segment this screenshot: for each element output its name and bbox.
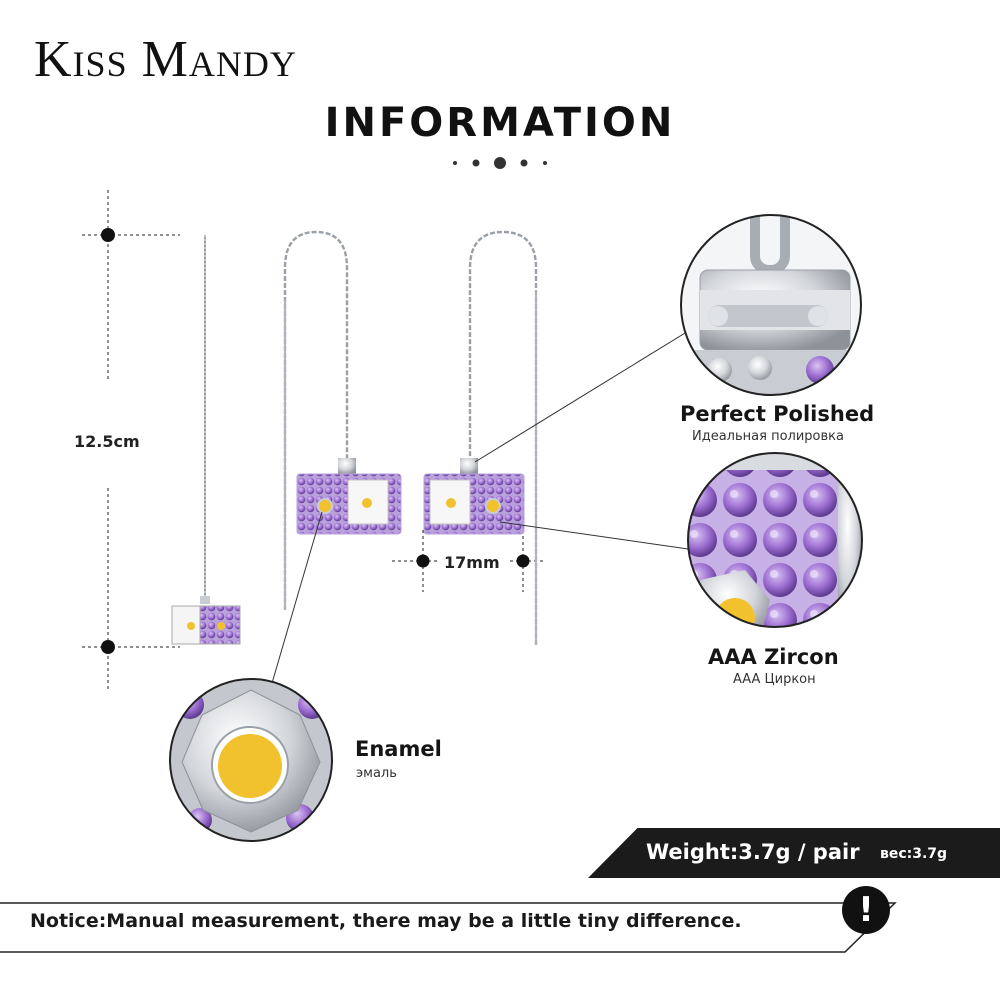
length-dimension [82,190,180,690]
feature-enamel-title: Enamel [355,737,442,761]
weight-banner [588,828,1000,878]
feature-polished-subtitle: Идеальная полировка [692,429,844,444]
exclamation-icon: ! [842,886,890,934]
feature-polished-title: Perfect Polished [680,402,875,426]
feature-zircon-subtitle: AAA Циркон [733,672,816,687]
earring-back [423,230,538,645]
feature-enamel-subtitle: эмаль [356,766,397,781]
zoom-enamel [169,678,333,842]
weight-label: Weight:3.7g / pair [646,840,860,864]
zoom-polished [680,214,862,396]
feature-zircon-title: AAA Zircon [708,645,839,669]
zoom-zircon [687,452,863,628]
heading-dots [453,157,547,169]
weight-label-ru: вес:3.7g [880,846,948,862]
page-title: INFORMATION [324,100,676,146]
length-label: 12.5cm [74,432,140,451]
notice-text: Notice:Manual measurement, there may be … [30,910,742,932]
brand-logo: Kiss Mandy [34,31,297,88]
width-label: 17mm [444,553,500,572]
earring-side [171,235,241,645]
earring-front [283,230,402,610]
